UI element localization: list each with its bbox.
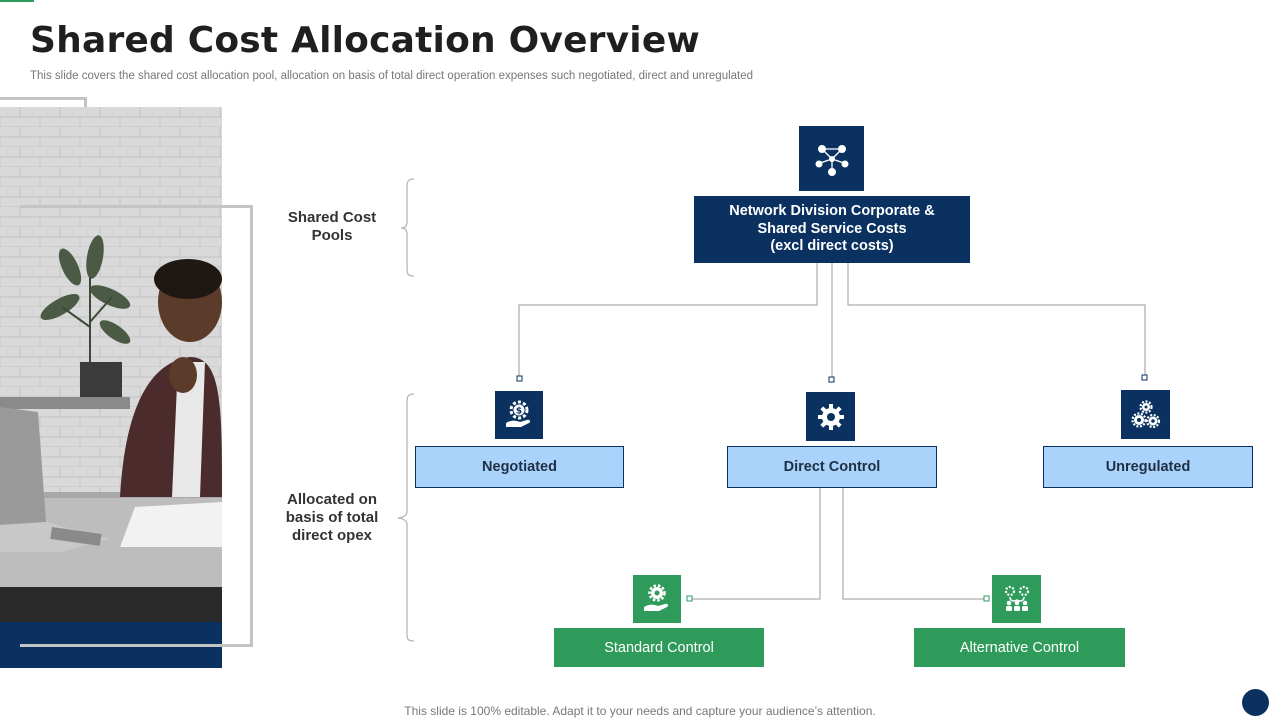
- slide-subtitle: This slide covers the shared cost alloca…: [30, 70, 754, 82]
- dollar-gear-hand-icon: $: [495, 391, 543, 439]
- allocated-brace: [397, 393, 415, 642]
- root-node-line-1: Network Division Corporate &: [729, 203, 935, 220]
- accent-green-bar: [0, 0, 34, 2]
- network-people-icon: [799, 126, 864, 191]
- unregulated-node: Unregulated: [1043, 446, 1253, 488]
- allocated-label: Allocated on basis of total direct opex: [276, 491, 388, 545]
- photo-frame-top: [0, 97, 87, 109]
- photo-frame-right: [20, 205, 253, 647]
- alternative-control-node: Alternative Control: [914, 628, 1125, 667]
- direct-control-node: Direct Control: [727, 446, 937, 488]
- direct-control-label: Direct Control: [783, 459, 881, 475]
- shared-cost-pools-label: Shared Cost Pools: [276, 209, 388, 245]
- root-node-line-2: Shared Service Costs: [757, 220, 907, 237]
- allocated-label-line-2: basis of total: [285, 509, 379, 526]
- businessman-photo: [0, 107, 222, 622]
- team-gears-icon: [992, 575, 1041, 623]
- root-node-line-3: (excl direct costs): [770, 238, 894, 255]
- unregulated-label: Unregulated: [1105, 459, 1191, 475]
- gears-cluster-icon: [1121, 390, 1170, 439]
- title-accent: [0, 0, 34, 4]
- slide-footer-note: This slide is 100% editable. Adapt it to…: [404, 704, 876, 718]
- slide-title: Shared Cost Allocation Overview: [30, 20, 700, 61]
- pools-brace: [400, 178, 415, 277]
- pools-label-line-2: Pools: [311, 227, 353, 244]
- gear-icon: [806, 392, 855, 441]
- allocated-label-line-1: Allocated on: [286, 491, 377, 508]
- pools-label-line-1: Shared Cost: [287, 209, 377, 226]
- svg-text:$: $: [516, 407, 522, 417]
- negotiated-node: Negotiated: [415, 446, 624, 488]
- root-node-network-division: Network Division Corporate & Shared Serv…: [694, 196, 970, 263]
- negotiated-label: Negotiated: [482, 459, 557, 475]
- gear-hand-icon: [633, 575, 681, 623]
- allocated-label-line-3: direct opex: [291, 527, 373, 544]
- standard-control-node: Standard Control: [554, 628, 764, 667]
- page-indicator-dot: [1242, 689, 1269, 716]
- alternative-control-label: Alternative Control: [959, 639, 1080, 656]
- standard-control-label: Standard Control: [604, 639, 714, 656]
